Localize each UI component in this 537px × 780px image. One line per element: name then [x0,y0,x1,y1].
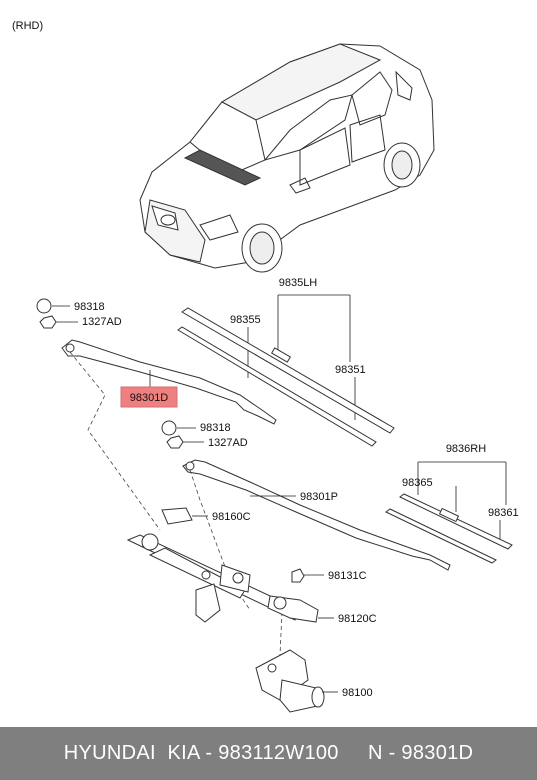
label-arm-rh: 98301P [300,491,338,503]
wiper-arm-rh [182,459,451,571]
wiper-blade-lh [177,307,395,447]
label-bolt-cap-lower: 98318 [200,422,231,434]
label-linkage: 98120C [338,613,377,625]
wiper-blade-rh [385,493,513,564]
pivot-icon [161,507,193,525]
nut-lower-icon [166,435,184,449]
bolt-icon [291,568,305,583]
label-motor: 98100 [342,687,373,699]
label-bolt: 98131C [328,570,367,582]
variant-label: (RHD) [12,20,43,32]
label-blade-rh-group: 9836RH [446,443,486,455]
nut-upper-icon [39,315,57,329]
label-nut-lower: 1327AD [208,437,248,449]
wiper-arm-lh [61,339,277,425]
bolt-cap-lower-icon [161,420,177,436]
wiper-linkage [126,533,319,623]
label-nut-upper: 1327AD [82,316,122,328]
car-illustration [139,43,435,273]
label-pivot: 98160C [212,511,251,523]
label-blade-lh: 98351 [335,364,366,376]
footer-bar: HYUNDAI KIA - 983112W100 N - 98301D [0,727,537,780]
wiper-parts-diagram: (RHD) 98318 1327AD 98301D 9835LH 98 [12,20,519,713]
label-blade-lh-insert: 98355 [230,314,261,326]
wiper-motor [255,649,325,713]
highlight-box [120,386,178,408]
label-bolt-cap-upper: 98318 [74,301,105,313]
bolt-cap-upper-icon [36,298,52,314]
label-blade-rh: 98361 [488,507,519,519]
label-blade-rh-insert: 98365 [402,477,433,489]
label-blade-lh-group: 9835LH [279,277,318,289]
label-arm-lh: 98301D [130,392,169,404]
